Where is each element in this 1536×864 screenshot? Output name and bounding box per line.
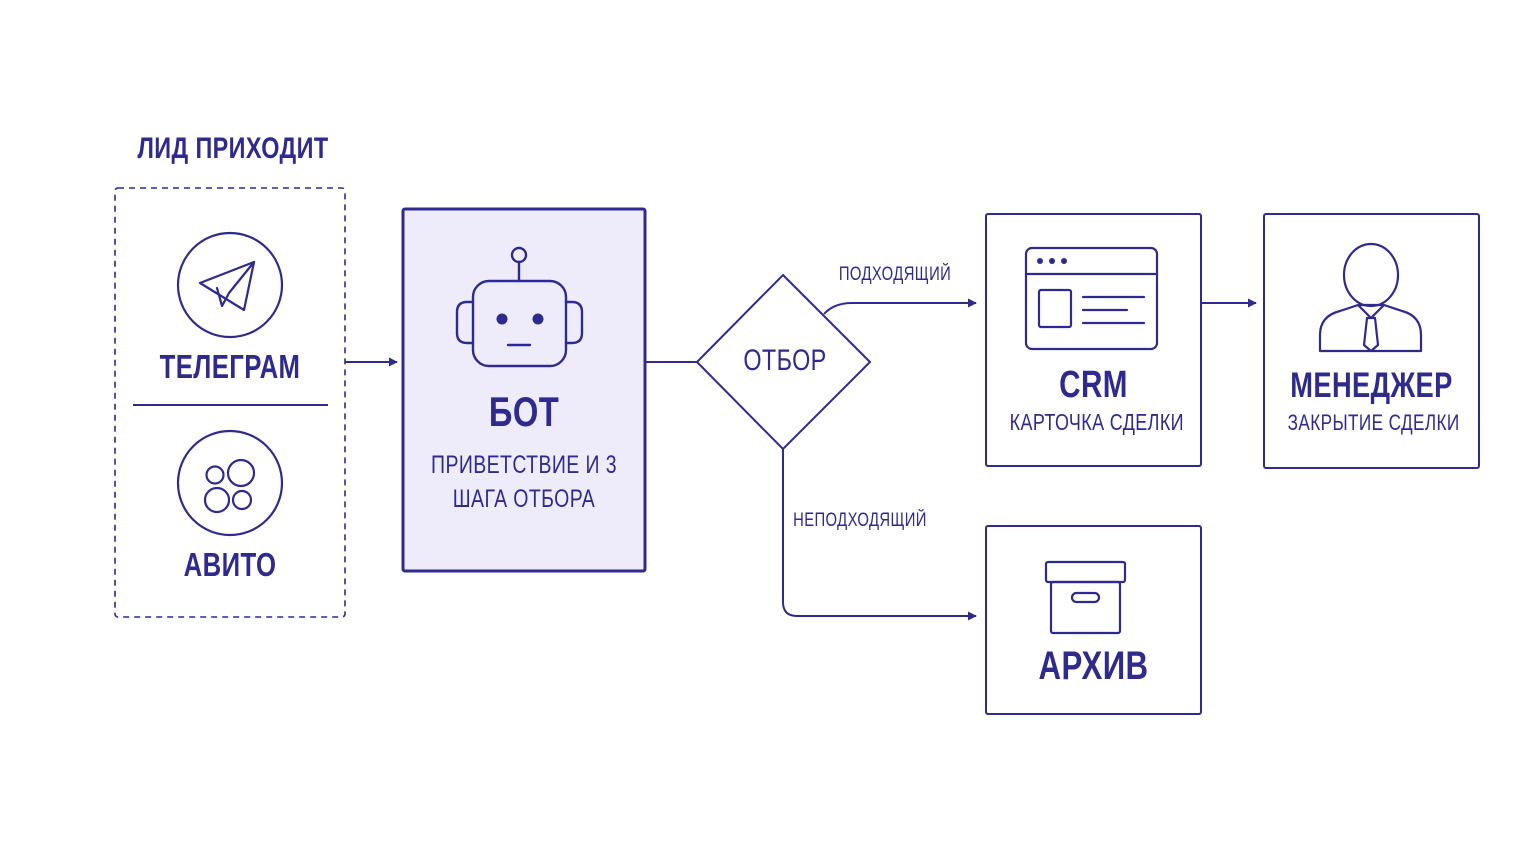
crm-subtitle: КАРТОЧКА СДЕЛКИ: [1009, 409, 1184, 435]
arrow-fit-to-crm: [823, 298, 977, 315]
decision-label: ОТБОР: [743, 344, 827, 377]
archive-title: АРХИВ: [1038, 644, 1149, 688]
arrow-unfit-to-archive: [782, 449, 977, 621]
bot-title: БОТ: [488, 388, 560, 435]
archive-box: [985, 525, 1202, 715]
person-tie-icon: [1318, 242, 1423, 353]
bot-subtitle: ПРИВЕТСТВИЕ И 3 ШАГА ОТБОРА: [431, 451, 617, 513]
avito-circles-icon: [176, 429, 284, 537]
crm-title: CRM: [1059, 364, 1128, 406]
browser-window-icon: [1024, 246, 1159, 351]
lead-section-title: ЛИД ПРИХОДИТ: [137, 132, 329, 165]
robot-icon: [455, 246, 584, 368]
manager-box: [1263, 213, 1480, 469]
manager-title: МЕНЕДЖЕР: [1290, 366, 1453, 405]
manager-subtitle: ЗАКРЫТИЕ СДЕЛКИ: [1287, 410, 1460, 435]
browser-dot-2: [1049, 258, 1055, 264]
source-telegram-label: ТЕЛЕГРАМ: [159, 348, 301, 385]
robot-eye-right: [532, 313, 544, 325]
crm-box: [985, 213, 1202, 467]
bot-box: [401, 207, 647, 573]
browser-dot-3: [1061, 258, 1067, 264]
browser-dot-1: [1037, 258, 1043, 264]
robot-eye-left: [496, 313, 508, 325]
source-avito-label: АВИТО: [183, 546, 277, 583]
branch-fit-label: ПОДХОДЯЩИЙ: [838, 264, 952, 285]
branch-unfit-label: НЕПОДХОДЯЩИЙ: [793, 510, 927, 531]
lead-sources-group: [114, 187, 346, 618]
telegram-plane-icon: [176, 231, 284, 339]
archive-box-icon: [1044, 560, 1127, 635]
